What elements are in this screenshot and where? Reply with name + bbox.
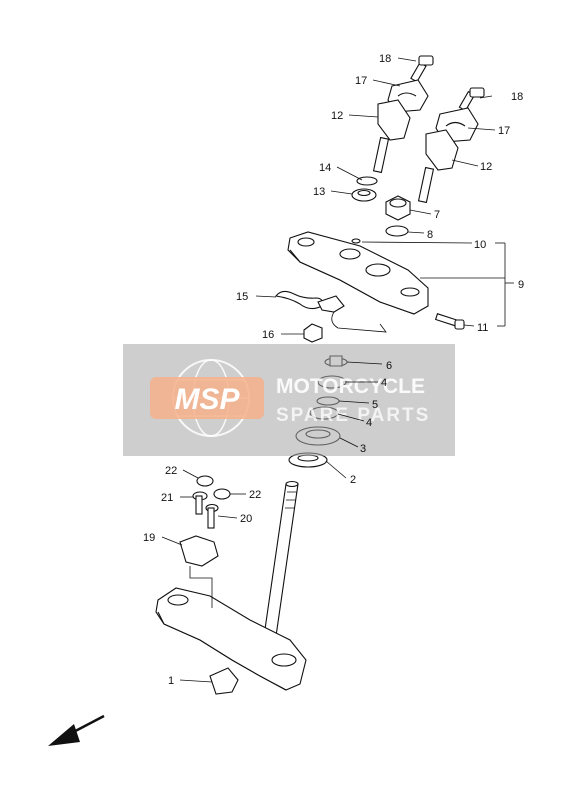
- callout-12-right: 12: [480, 161, 492, 173]
- msp-logo-text: MSP: [174, 383, 240, 416]
- callout-21: 21: [161, 492, 173, 504]
- callout-18-right: 18: [511, 91, 523, 103]
- callout-22-left: 22: [165, 465, 177, 477]
- callout-10: 10: [474, 239, 486, 251]
- leader-lines: [161, 57, 514, 683]
- washer-14: [356, 176, 378, 186]
- callout-15: 15: [236, 291, 248, 303]
- plug-1: [209, 667, 239, 695]
- callout-9: 9: [518, 279, 524, 291]
- lower-holder-12-right: [417, 129, 459, 204]
- bolt-21: [192, 491, 208, 515]
- bolt-11: [434, 313, 465, 330]
- holder-19: [179, 535, 219, 608]
- callout-18-left: 18: [379, 53, 391, 65]
- callout-17-right: 17: [498, 125, 510, 137]
- bolt-18-left: [410, 55, 434, 83]
- grommet-22-right: [213, 488, 231, 500]
- callout-22-right: 22: [249, 489, 261, 501]
- callout-14: 14: [319, 162, 331, 174]
- cable-guide-15: [275, 290, 387, 333]
- steering-stem: [261, 480, 299, 651]
- watermark: MSP MOTORCYCLE SPARE PARTS: [123, 344, 455, 456]
- callout-8: 8: [427, 229, 433, 241]
- watermark-line2: SPARE PARTS: [276, 405, 430, 426]
- grommet-22-left: [196, 475, 214, 487]
- upper-bracket-9: [287, 231, 429, 315]
- callout-7: 7: [434, 209, 440, 221]
- watermark-line1: MOTORCYCLE: [276, 375, 425, 398]
- nut-16: [303, 323, 323, 343]
- callout-6: 6: [386, 360, 392, 372]
- bearing-race-2: [288, 452, 328, 468]
- washer-8: [385, 225, 409, 237]
- callout-20: 20: [240, 513, 252, 525]
- lower-holder-12-left: [372, 99, 411, 174]
- callout-2: 2: [350, 474, 356, 486]
- callout-4-lower: 4: [366, 417, 372, 429]
- callout-16: 16: [262, 329, 274, 341]
- msp-logo-badge: [150, 377, 264, 419]
- front-direction-arrow-icon: [48, 714, 105, 746]
- callout-labels: 1 2 3 4 4 5 6 7 8 9 10 11 12 12 13 14 15…: [143, 53, 524, 687]
- bolt-20: [205, 503, 219, 529]
- callout-13: 13: [313, 186, 325, 198]
- callout-11: 11: [477, 322, 488, 334]
- callout-1: 1: [168, 675, 174, 687]
- callout-12-left: 12: [331, 110, 343, 122]
- washer-10: [351, 238, 361, 244]
- callout-4-upper: 4: [381, 377, 387, 389]
- under-bracket: [155, 587, 307, 691]
- callout-5: 5: [372, 399, 378, 411]
- callout-19: 19: [143, 532, 155, 544]
- nut-7: [385, 195, 411, 221]
- bolt-18-right: [458, 87, 485, 112]
- callout-3: 3: [360, 443, 366, 455]
- callout-17-left: 17: [355, 75, 367, 87]
